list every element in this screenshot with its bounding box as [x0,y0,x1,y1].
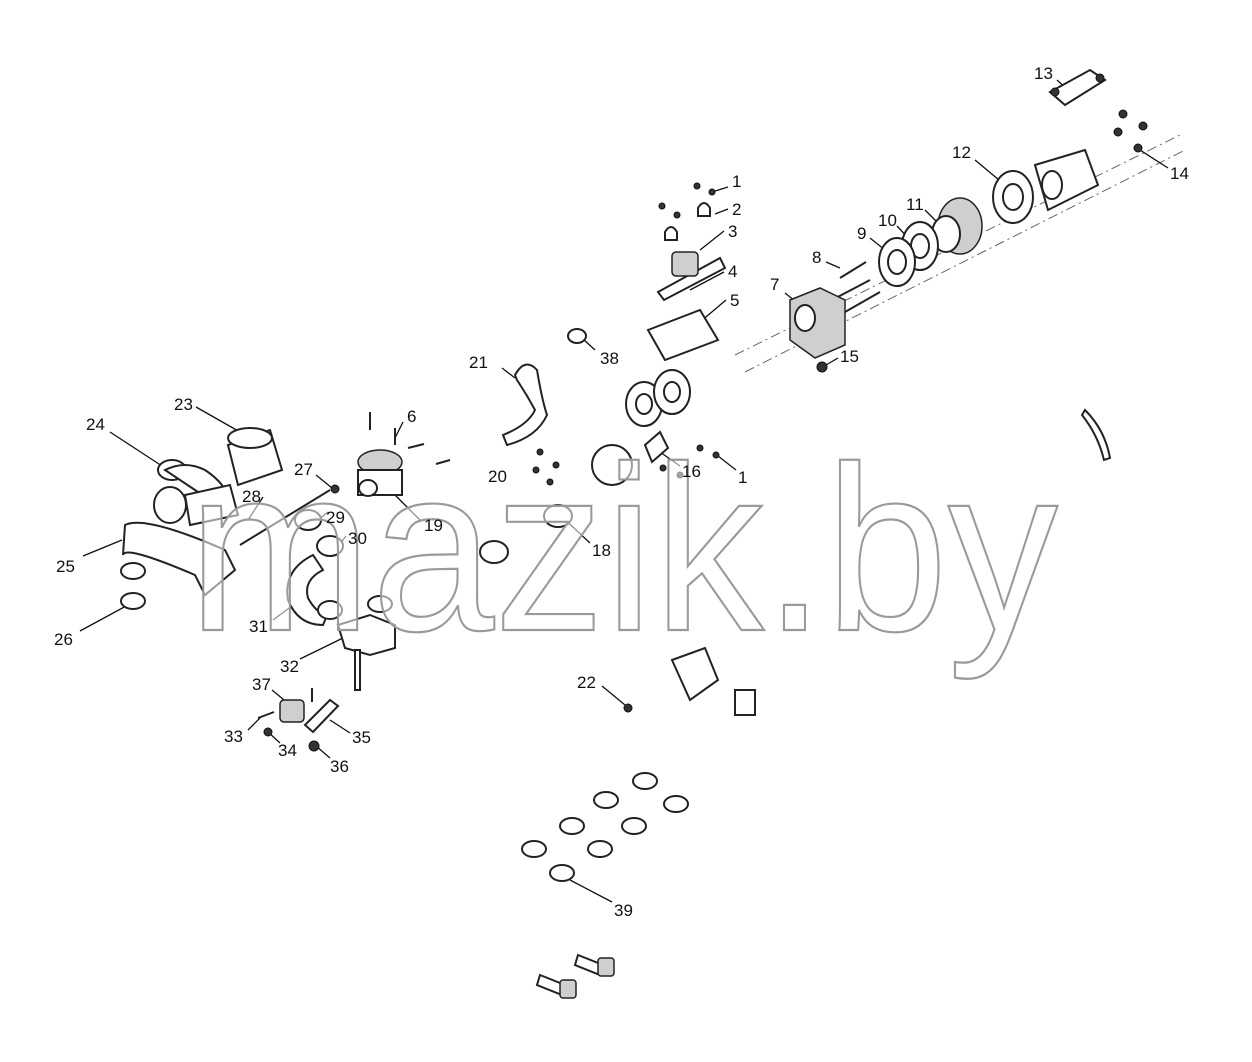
callout-27: 27 [294,460,313,479]
part-26-clamps [120,562,146,610]
flange-bolts [535,953,615,999]
callout-33: 33 [224,727,243,746]
cover-plate [670,646,756,716]
part-31-hose [286,553,343,627]
callout-22: 22 [577,673,596,692]
part-4-valve [656,251,727,302]
callout-24: 24 [86,415,105,434]
callout-37: 37 [252,675,271,694]
callout-4: 4 [728,262,737,281]
part-37-block [279,688,313,723]
intake-pipe [153,483,240,527]
part-19-egr-valve [357,449,403,497]
part-29-30-clamps [294,509,344,557]
part-15-nut [816,361,828,373]
part-6-bolts [369,412,451,465]
callout-10: 10 [878,211,897,230]
callout-2: 2 [732,200,741,219]
callout-25: 25 [56,557,75,576]
part-13-bracket [1048,68,1107,107]
gaskets-center [625,369,691,427]
part-33-bolt [257,711,275,719]
part-9-gasket [878,237,916,287]
part-7-housing [789,287,846,359]
callout-11: 11 [906,195,924,214]
callout-16: 16 [682,462,701,481]
callout-3: 3 [728,222,737,241]
part-23-sleeve [226,427,284,487]
callout-labels: 1 2 3 4 5 6 7 8 9 10 11 12 13 14 15 16 1… [54,64,1189,920]
callout-19: 19 [424,516,443,535]
callout-35: 35 [352,728,371,747]
part-12-gasket [992,170,1034,224]
callout-38: 38 [600,349,619,368]
part-2-clamp [697,202,711,217]
callout-32: 32 [280,657,299,676]
part-39-washers [521,772,689,882]
turbo-outlet-pipe [1033,148,1100,212]
part-22-bolt [623,703,633,713]
callout-20: 20 [488,467,507,486]
part-35-bracket [303,698,340,734]
callout-39: 39 [614,901,633,920]
callout-28: 28 [242,487,261,506]
part-16-fitting [643,430,720,479]
callout-12: 12 [952,143,971,162]
callout-14: 14 [1170,164,1189,183]
callout-8: 8 [812,248,821,267]
callout-23: 23 [174,395,193,414]
callout-17: 1 [738,468,747,487]
part-21-hose [501,363,549,447]
part-34-bolt [263,727,273,737]
callout-31: 31 [249,617,268,636]
callout-9: 9 [857,224,866,243]
callout-15: 15 [840,347,859,366]
part-11-flange [931,197,983,255]
part-3-clamp [664,226,678,241]
part-38-clamp [567,328,587,344]
callout-26: 26 [54,630,73,649]
callout-29: 29 [326,508,345,527]
part-1-nuts [658,182,716,219]
part-27-28-rod [239,484,340,546]
callout-13: 13 [1034,64,1053,83]
callout-7: 7 [770,275,779,294]
part-20-nuts [532,448,560,486]
callout-6: 6 [407,407,416,426]
callout-36: 36 [330,757,349,776]
callout-30: 30 [348,529,367,548]
part-32-pipe-bracket [336,595,396,691]
partial-part-right [1080,408,1112,462]
callout-21: 21 [469,353,488,372]
part-25-pipe [122,521,237,597]
callout-18: 18 [592,541,611,560]
part-5-bracket [646,308,720,362]
center-housing [591,444,633,486]
part-14-bolts [1113,109,1148,153]
part-18-clamps [479,504,573,564]
callout-5: 5 [730,291,739,310]
part-36-nut [308,740,320,752]
callout-34: 34 [278,741,297,760]
callout-1: 1 [732,172,741,191]
watermark: mazik.by [188,417,1058,680]
